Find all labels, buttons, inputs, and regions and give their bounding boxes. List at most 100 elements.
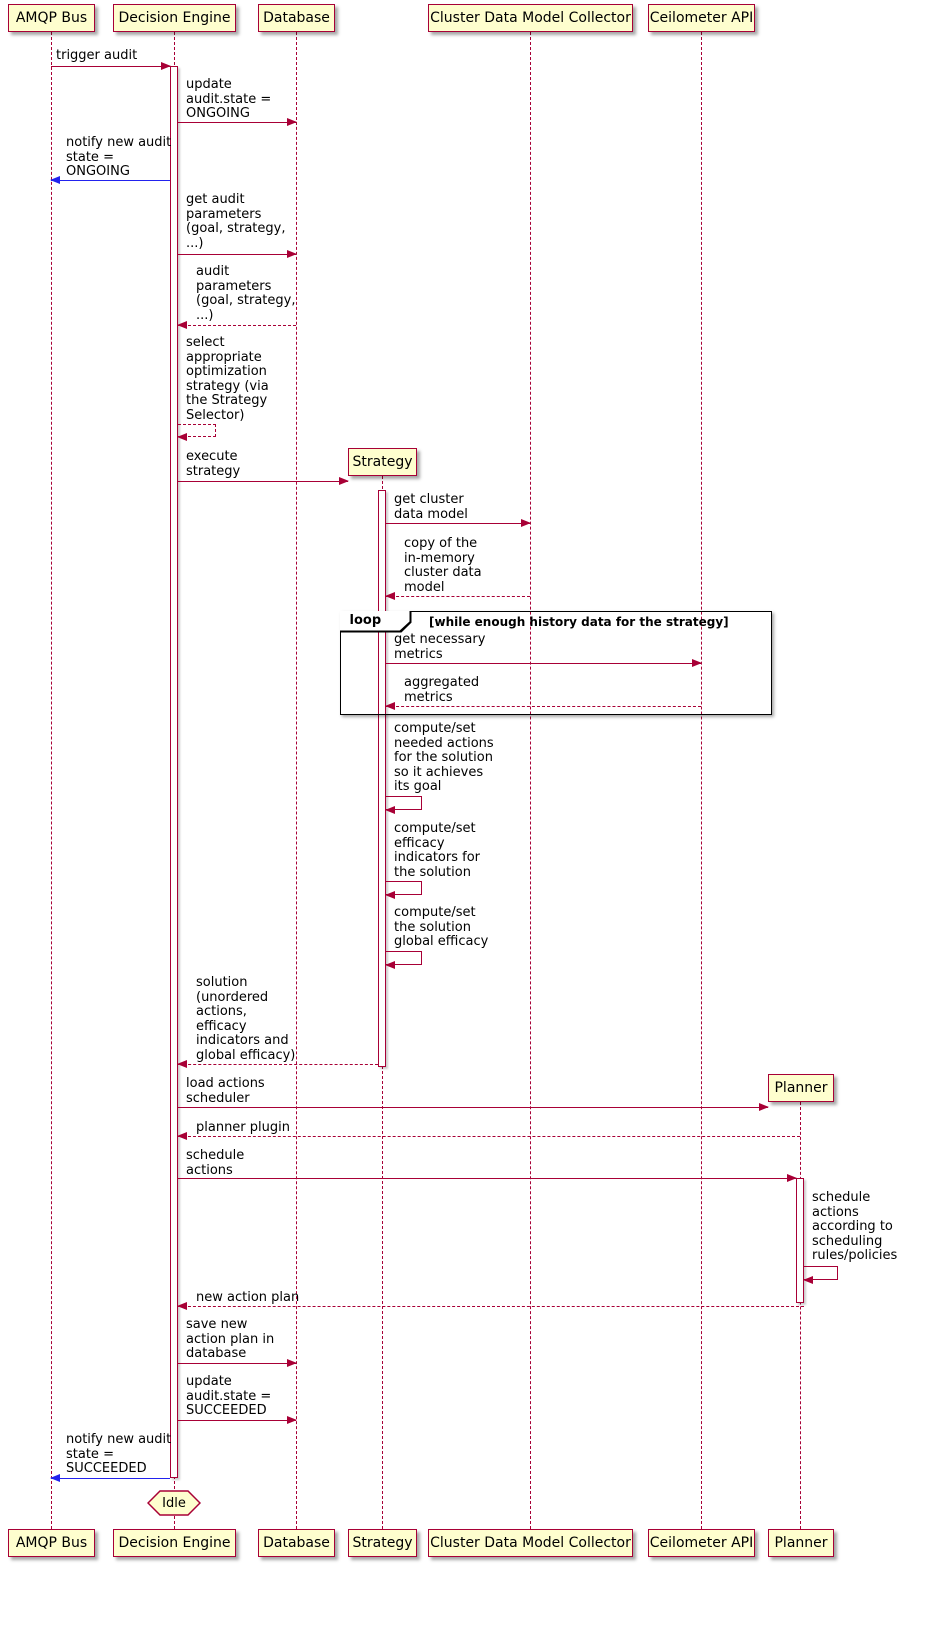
return-arrow	[385, 592, 530, 600]
message-arrow	[178, 1174, 797, 1182]
message-label: compute/set needed actions for the solut…	[394, 721, 494, 794]
hexagon-icon	[147, 1490, 201, 1516]
arrowhead-right-icon	[787, 1174, 797, 1182]
arrowhead-left-icon	[385, 891, 395, 899]
message-label: trigger audit	[56, 48, 138, 63]
participant-label: Strategy	[352, 454, 413, 470]
message-arrow	[178, 1416, 297, 1424]
message-arrow	[386, 659, 702, 667]
participant-label: Planner	[774, 1535, 828, 1551]
message-arrow	[386, 519, 531, 527]
arrowhead-right-icon	[692, 659, 702, 667]
loop-condition: [while enough history data for the strat…	[429, 615, 729, 629]
arrowhead-right-icon	[287, 1359, 297, 1367]
participant-decision-engine-bottom: Decision Engine	[113, 1529, 236, 1557]
message-label: audit parameters (goal, strategy, ...)	[196, 264, 296, 323]
arrowhead-right-icon	[287, 250, 297, 258]
lifeline-collector	[530, 32, 531, 1529]
message-label: save new action plan in database	[186, 1317, 275, 1361]
lifeline-database	[296, 32, 297, 1529]
participant-amqp-bus-top: AMQP Bus	[8, 4, 95, 32]
message-label: notify new audit state = ONGOING	[66, 135, 172, 179]
lifeline-planner	[800, 1102, 801, 1529]
message-arrow	[51, 62, 171, 70]
message-label: get audit parameters (goal, strategy, ..…	[186, 192, 286, 251]
participant-database-top: Database	[258, 4, 335, 32]
activation-planner	[796, 1178, 804, 1303]
message-arrow-notify	[50, 1474, 170, 1482]
participant-collector-bottom: Cluster Data Model Collector	[428, 1529, 633, 1557]
self-message-arrow	[803, 1266, 838, 1284]
participant-label: Decision Engine	[118, 10, 231, 26]
arrowhead-right-icon	[287, 1416, 297, 1424]
end-state-label: Idle	[162, 1495, 186, 1511]
message-label: aggregated metrics	[404, 675, 480, 705]
arrowhead-left-icon	[385, 702, 395, 710]
message-label: schedule actions	[186, 1148, 245, 1178]
arrowhead-left-icon	[385, 961, 395, 969]
participant-strategy-bottom: Strategy	[348, 1529, 417, 1557]
participant-database-bottom: Database	[258, 1529, 335, 1557]
message-arrow	[178, 477, 349, 485]
arrowhead-right-icon	[339, 477, 349, 485]
end-state-hexagon: Idle	[147, 1490, 201, 1516]
message-label: get necessary metrics	[394, 632, 486, 662]
message-label: notify new audit state = SUCCEEDED	[66, 1432, 172, 1476]
arrowhead-left-icon	[803, 1276, 813, 1284]
arrowhead-left-icon	[177, 1302, 187, 1310]
participant-amqp-bus-bottom: AMQP Bus	[8, 1529, 95, 1557]
participant-label: Ceilometer API	[649, 10, 754, 26]
participant-label: Cluster Data Model Collector	[430, 1535, 631, 1551]
message-arrow-notify	[50, 176, 170, 184]
participant-planner-bottom: Planner	[768, 1529, 834, 1557]
arrowhead-right-icon	[759, 1103, 769, 1111]
return-arrow	[177, 1302, 804, 1310]
message-label: update audit.state = SUCCEEDED	[186, 1374, 272, 1418]
message-label: compute/set the solution global efficacy	[394, 905, 489, 949]
participant-collector-top: Cluster Data Model Collector	[428, 4, 633, 32]
participant-planner-created: Planner	[768, 1074, 834, 1102]
arrowhead-left-icon	[385, 592, 395, 600]
participant-label: Strategy	[352, 1535, 413, 1551]
message-arrow	[178, 1103, 769, 1111]
return-arrow	[177, 1132, 800, 1140]
participant-label: Database	[263, 10, 330, 26]
message-arrow	[178, 1359, 297, 1367]
arrowhead-right-icon	[287, 118, 297, 126]
self-message-arrow	[385, 951, 422, 969]
arrowhead-left-icon	[177, 321, 187, 329]
activation-decision-engine	[170, 66, 178, 1478]
participant-decision-engine-top: Decision Engine	[113, 4, 236, 32]
message-label: schedule actions according to scheduling…	[812, 1190, 898, 1263]
return-arrow	[177, 321, 296, 329]
arrowhead-left-icon	[50, 1474, 60, 1482]
loop-frame-tag-label: loop	[339, 610, 410, 631]
message-label: select appropriate optimization strategy…	[186, 335, 269, 423]
arrowhead-left-icon	[50, 176, 60, 184]
participant-label: Decision Engine	[118, 1535, 231, 1551]
lifeline-amqp-bus	[51, 32, 52, 1529]
self-message-arrow	[177, 424, 216, 441]
message-label: planner plugin	[196, 1120, 290, 1135]
message-arrow	[178, 250, 297, 258]
message-label: execute strategy	[186, 449, 241, 479]
arrowhead-right-icon	[521, 519, 531, 527]
loop-frame-tag: loop	[339, 610, 412, 633]
self-message-arrow	[385, 796, 422, 814]
participant-label: AMQP Bus	[15, 10, 88, 26]
message-label: update audit.state = ONGOING	[186, 77, 272, 121]
arrowhead-left-icon	[177, 1060, 187, 1068]
participant-label: Ceilometer API	[649, 1535, 754, 1551]
message-label: solution (unordered actions, efficacy in…	[196, 975, 296, 1063]
participant-label: AMQP Bus	[15, 1535, 88, 1551]
arrowhead-right-icon	[161, 62, 171, 70]
message-label: copy of the in-memory cluster data model	[404, 536, 482, 595]
participant-label: Database	[263, 1535, 330, 1551]
message-label: compute/set efficacy indicators for the …	[394, 821, 481, 880]
message-arrow	[178, 118, 297, 126]
activation-strategy	[378, 490, 386, 1067]
arrowhead-left-icon	[177, 433, 187, 441]
participant-label: Planner	[774, 1080, 828, 1096]
arrowhead-left-icon	[385, 806, 395, 814]
